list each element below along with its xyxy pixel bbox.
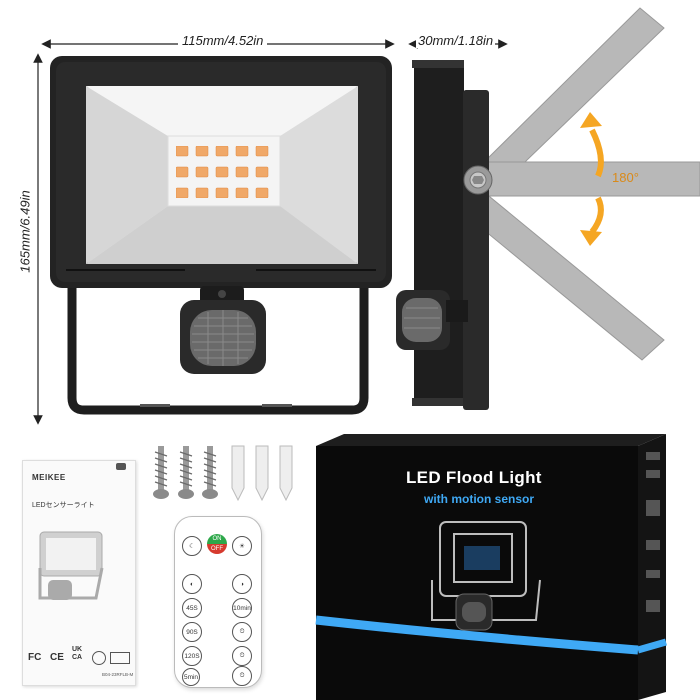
- manual-subtitle: LEDセンサーライト: [32, 502, 95, 509]
- width-dimension-label: 115mm/4.52in: [178, 33, 268, 48]
- hour-timer-2-icon: ⏲: [232, 646, 252, 666]
- rohs-icon: [110, 652, 130, 664]
- weee-icon: [92, 651, 106, 665]
- sensor-right-icon: ◑: [232, 574, 252, 594]
- depth-dimension-label: 30mm/1.18in: [416, 33, 496, 48]
- ce-mark: CE: [50, 652, 64, 663]
- sun-icon: ☀: [232, 536, 252, 556]
- on-off-button: ON OFF: [207, 534, 227, 554]
- box-subtitle: with motion sensor: [424, 492, 535, 506]
- manual-brand: MEIKEE: [32, 473, 66, 482]
- on-label: ON: [207, 534, 227, 544]
- timer-10min-button: 10min: [232, 598, 252, 618]
- led-array: [175, 145, 272, 199]
- timer-5min-button: 5min: [182, 668, 200, 686]
- box-title: LED Flood Light: [406, 468, 542, 487]
- motion-sensor-front: [180, 286, 266, 374]
- hour-timer-3-icon: ⏲: [232, 666, 252, 686]
- sensor-left-icon: ◐: [182, 574, 202, 594]
- hour-timer-icon: ⏲: [232, 622, 252, 642]
- ukca-mark: UK CA: [72, 646, 83, 661]
- timer-120s-button: 120S: [182, 646, 202, 666]
- moon-icon: ☾: [182, 536, 202, 556]
- off-label: OFF: [207, 544, 227, 554]
- timer-45s-button: 45S: [182, 598, 202, 618]
- manual-model: B04-23RFLB-M: [102, 672, 134, 677]
- rotation-angle-label: 180°: [612, 170, 639, 185]
- screw-icon: [153, 446, 169, 499]
- manual-badge-icon: [116, 463, 126, 470]
- screws-and-anchors: [153, 445, 293, 502]
- fcc-mark: FC: [28, 652, 42, 663]
- manual-product-illustration: [38, 531, 104, 600]
- timer-90s-button: 90S: [182, 622, 202, 642]
